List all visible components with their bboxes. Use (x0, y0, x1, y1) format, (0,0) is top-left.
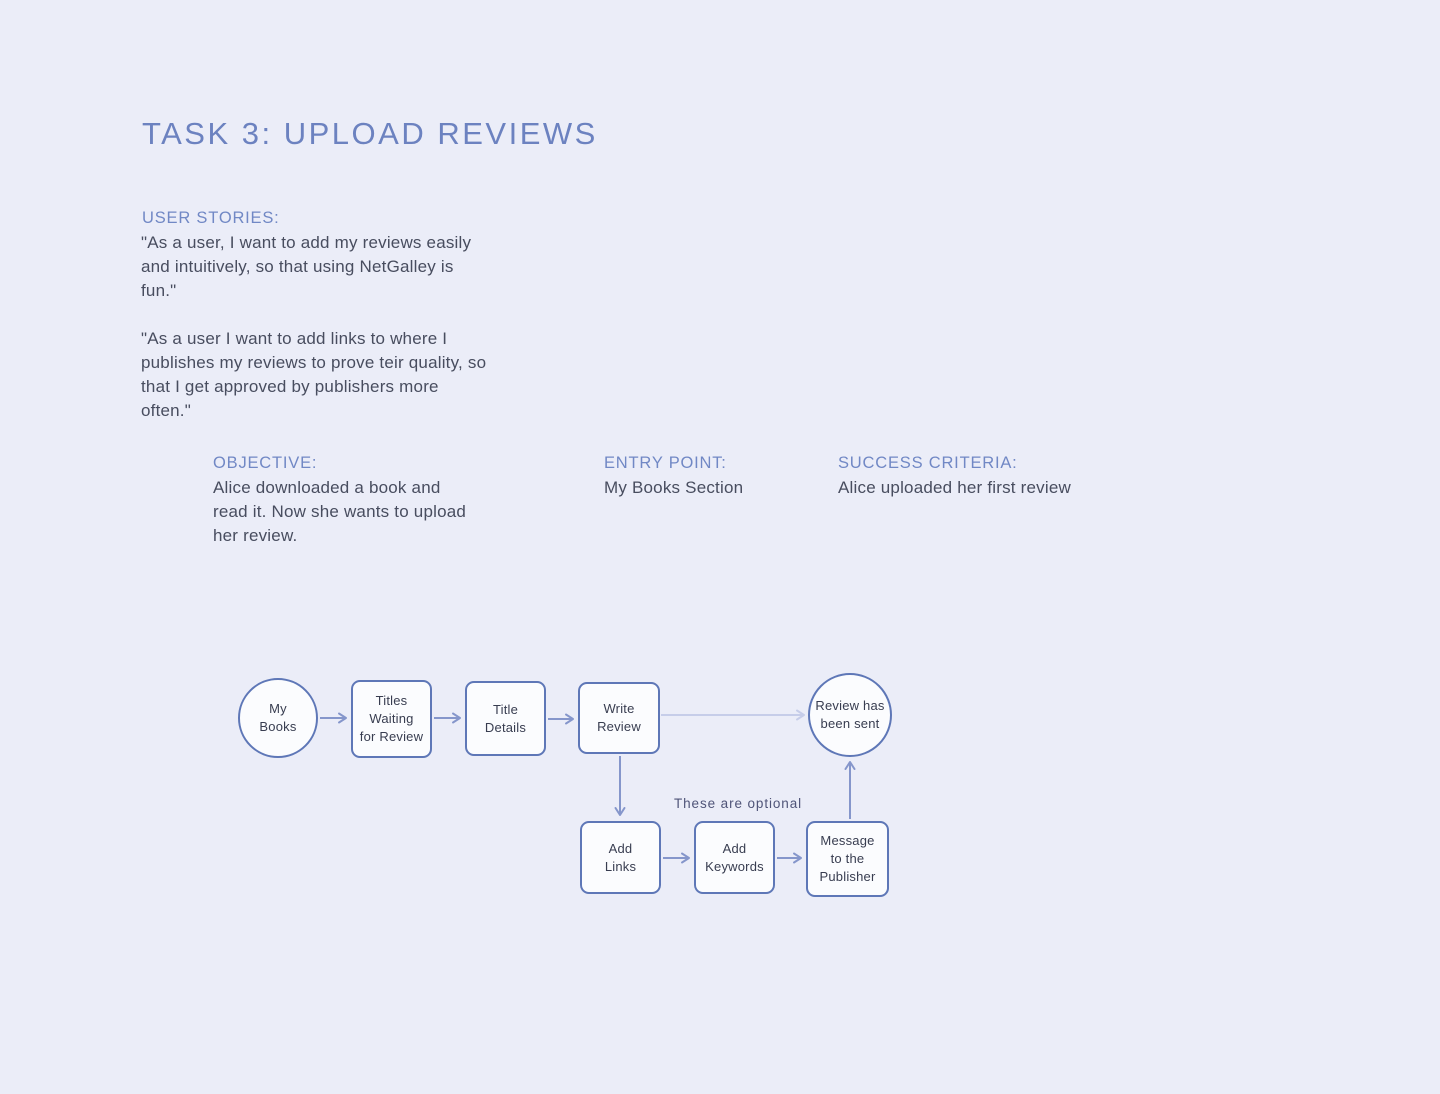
flow-node-review-has-been-sent: Review has been sent (808, 673, 892, 757)
flow-node-message-to-the-publisher: Message to the Publisher (806, 821, 889, 897)
success-criteria-heading: SUCCESS CRITERIA: (838, 454, 1018, 472)
user-stories-heading: USER STORIES: (142, 209, 280, 227)
objective-text: Alice downloaded a book and read it. Now… (213, 478, 467, 545)
flow-node-add-keywords: Add Keywords (694, 821, 775, 894)
flow-node-title-details: Title Details (465, 681, 546, 756)
flow-annotation-optional: These are optional (673, 796, 803, 811)
user-story-1: "As a user, I want to add my reviews eas… (141, 233, 472, 300)
page-title: TASK 3: UPLOAD REVIEWS (142, 116, 598, 151)
flow-node-titles-waiting-for-review: Titles Waiting for Review (351, 680, 432, 758)
user-story-2: "As a user I want to add links to where … (141, 329, 487, 420)
flow-node-my-books: My Books (238, 678, 318, 758)
entry-point-heading: ENTRY POINT: (604, 454, 727, 472)
flow-node-write-review: Write Review (578, 682, 660, 754)
entry-point-text: My Books Section (604, 478, 744, 497)
objective-heading: OBJECTIVE: (213, 454, 318, 472)
success-criteria-text: Alice uploaded her first review (838, 478, 1071, 497)
flow-node-add-links: Add Links (580, 821, 661, 894)
